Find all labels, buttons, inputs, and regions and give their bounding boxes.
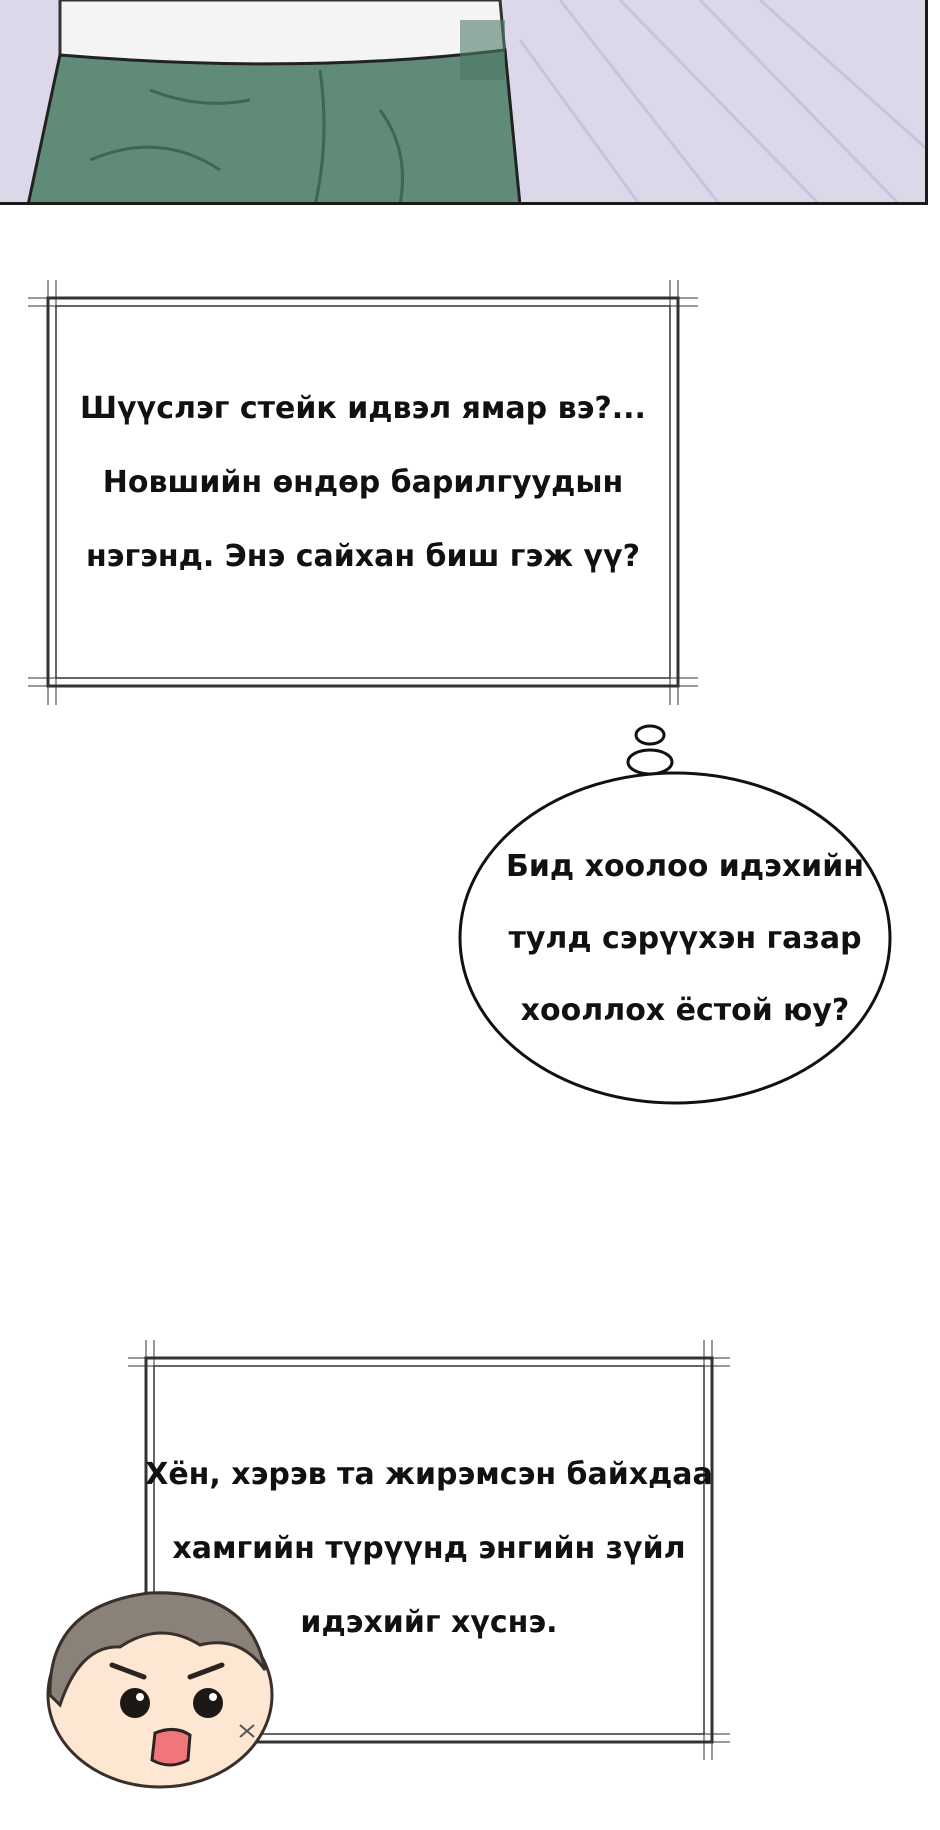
panel-illustration [0,0,925,202]
eyes [120,1688,223,1718]
cheek-mark [239,1724,255,1738]
bubble-line: хооллох ёстой юу? [520,993,850,1028]
caption-box-2: Хён, хэрэв та жирэмсэн байхдаа хамгийн т… [128,1340,730,1760]
caption-box-1: Шүүслэг стейк идвэл ямар вэ?... Новшийн … [28,280,698,705]
thought-bubble-shape [458,724,892,1105]
hair [48,1591,267,1708]
thought-bubble: Бид хоолоо идэхийн тулд сэрүүхэн газар х… [455,720,895,1110]
bubble-line: тулд сэрүүхэн газар [508,921,862,956]
thought-bubble-text: Бид хоолоо идэхийн тулд сэрүүхэн газар х… [475,831,895,1047]
caption-frame [28,280,698,705]
caption-line: идэхийг хүснэ. [300,1605,558,1640]
top-comic-panel [0,0,928,205]
caption-text-1: Шүүслэг стейк идвэл ямар вэ?... Новшийн … [28,372,698,594]
caption-line: нэгэнд. Энэ сайхан биш гэж үү? [85,539,641,574]
caption-line: Хён, хэрэв та жирэмсэн байхдаа [145,1457,713,1492]
caption-line: Новшийн өндөр барилгуудын [102,465,624,500]
caption-line: хамгийн түрүүнд энгийн зүйл [172,1531,686,1566]
mouth [150,1728,192,1767]
caption-text-2: Хён, хэрэв та жирэмсэн байхдаа хамгийн т… [128,1438,730,1660]
chibi-character [46,1591,274,1789]
bubble-line: Бид хоолоо идэхийн [506,849,864,884]
caption-line: Шүүслэг стейк идвэл ямар вэ?... [80,391,646,426]
